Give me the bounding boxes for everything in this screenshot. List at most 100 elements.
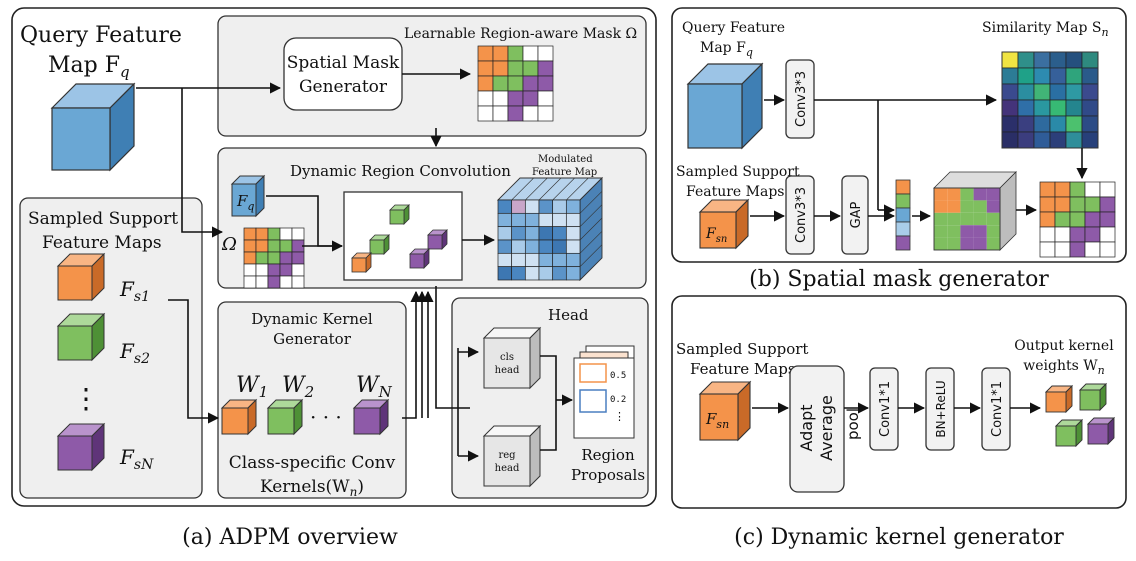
mask-cell [477,60,494,77]
mask-cell [1084,211,1101,228]
region-cube-cell [973,225,987,238]
modulated-cell [497,239,513,254]
mask-cell [1084,226,1101,243]
mask-cell [1039,241,1056,258]
mask-cell [1054,241,1071,258]
mask-cell [279,263,293,277]
modulated-top-grid [566,177,589,201]
similarity-cell [1001,51,1019,69]
similarity-cell [1033,131,1051,149]
mask-cell [279,239,293,253]
mask-cell [243,251,257,265]
drc-kernel-cubes [351,204,448,273]
similarity-cell [1001,67,1019,85]
c-bnrelu-label: BN+ReLU [934,380,948,437]
mask-cell [537,45,554,62]
region-cube-cell [960,188,974,201]
modulated-top-grid [511,177,534,201]
similarity-cell [1049,67,1067,85]
mask-cell [507,75,524,92]
region-cube-cell [960,237,974,250]
modulated-cell [511,199,526,214]
modulated-cell [552,226,567,241]
similarity-cell [1049,115,1067,133]
similarity-cell [1033,51,1051,69]
support-title-line2: Feature Maps [42,233,162,253]
modulated-cell [511,239,526,254]
mask-cell [537,105,554,122]
mask-cell [255,227,269,241]
b-support-line1: Sampled Support [676,164,800,180]
b-fsn-label: Fsn [705,226,727,245]
kernels-line1: Class-specific Conv [229,453,396,473]
mask-cell [492,105,509,122]
region-cube-cell [973,237,987,250]
c-adapt-line3: pool [844,408,862,440]
c-output-kernel-cubes [1044,382,1116,448]
dkg-title-line2: Generator [273,330,352,348]
mask-cell [1099,226,1116,243]
modulated-cell [524,239,540,254]
similarity-cell [1065,99,1083,117]
modulated-cell [552,266,567,281]
spatial-mask-generator-box [283,37,403,111]
mask-cell [243,239,257,253]
proposal-score-1: 0.5 [610,371,626,381]
modulated-line1: Modulated [538,154,593,165]
mask-cell [279,227,293,241]
mask-cell [255,275,269,289]
cls-head-line2: head [495,365,520,376]
mask-cell [1054,211,1071,228]
c-conv2-box [981,367,1011,451]
mask-cell [1069,196,1086,213]
c-support-line2: Feature Maps [690,360,796,378]
similarity-cell [1017,115,1035,133]
query-title-line2: Map Fq [48,53,130,81]
similarity-cell [1081,67,1099,85]
b-similarity-map [1001,51,1099,149]
similarity-cell [1065,115,1083,133]
mask-cell [291,227,305,241]
similarity-cell [1033,99,1051,117]
mask-cell [537,75,554,92]
c-conv1-box [869,367,899,451]
similarity-cell [1017,131,1035,149]
panel-b-spatial-mask-generator: Query Feature Map Fq Conv3*3 Similarity … [671,7,1127,263]
similarity-cell [1017,67,1035,85]
modulated-cell [524,199,540,214]
drc-fq-label: Fq [236,192,254,213]
similarity-cell [1001,83,1019,101]
b-query-cube [686,62,764,150]
mask-cell [477,45,494,62]
mask-cell [477,75,494,92]
modulated-cell [511,266,526,281]
fsn-label: FsN [119,445,154,473]
modulated-cell [524,226,540,241]
mask-cell [522,60,539,77]
query-title-line1: Query Feature [20,23,182,48]
b-conv-bottom-box [785,175,815,255]
mask-cell [1099,241,1116,258]
b-conv-top-label: Conv3*3 [794,71,809,127]
b-conv-top-box [785,59,815,139]
modulated-cell [552,212,567,228]
caption-a: (a) ADPM overview [182,525,398,550]
proposal-score-2: 0.2 [610,395,626,405]
modulated-cell [511,252,526,268]
mask-cell [522,90,539,107]
similarity-cell [1081,115,1099,133]
mask-cell [1069,241,1086,258]
similarity-cell [1081,99,1099,117]
kernel-ellipsis: · · · [310,405,342,429]
b-gap-box [841,175,869,255]
c-conv1-label: Conv1*1 [878,381,893,437]
modulated-side-grid [579,204,603,227]
mask-cell [255,263,269,277]
proposal-score-dots: ⋮ [614,410,625,423]
mask-cell [507,45,524,62]
modulated-cell [511,226,526,241]
similarity-cell [1001,99,1019,117]
panel-c-frame [671,295,1127,509]
c-fsn-label: Fsn [705,410,729,431]
spatial-mask-gen-line1: Spatial Mask [287,53,400,73]
